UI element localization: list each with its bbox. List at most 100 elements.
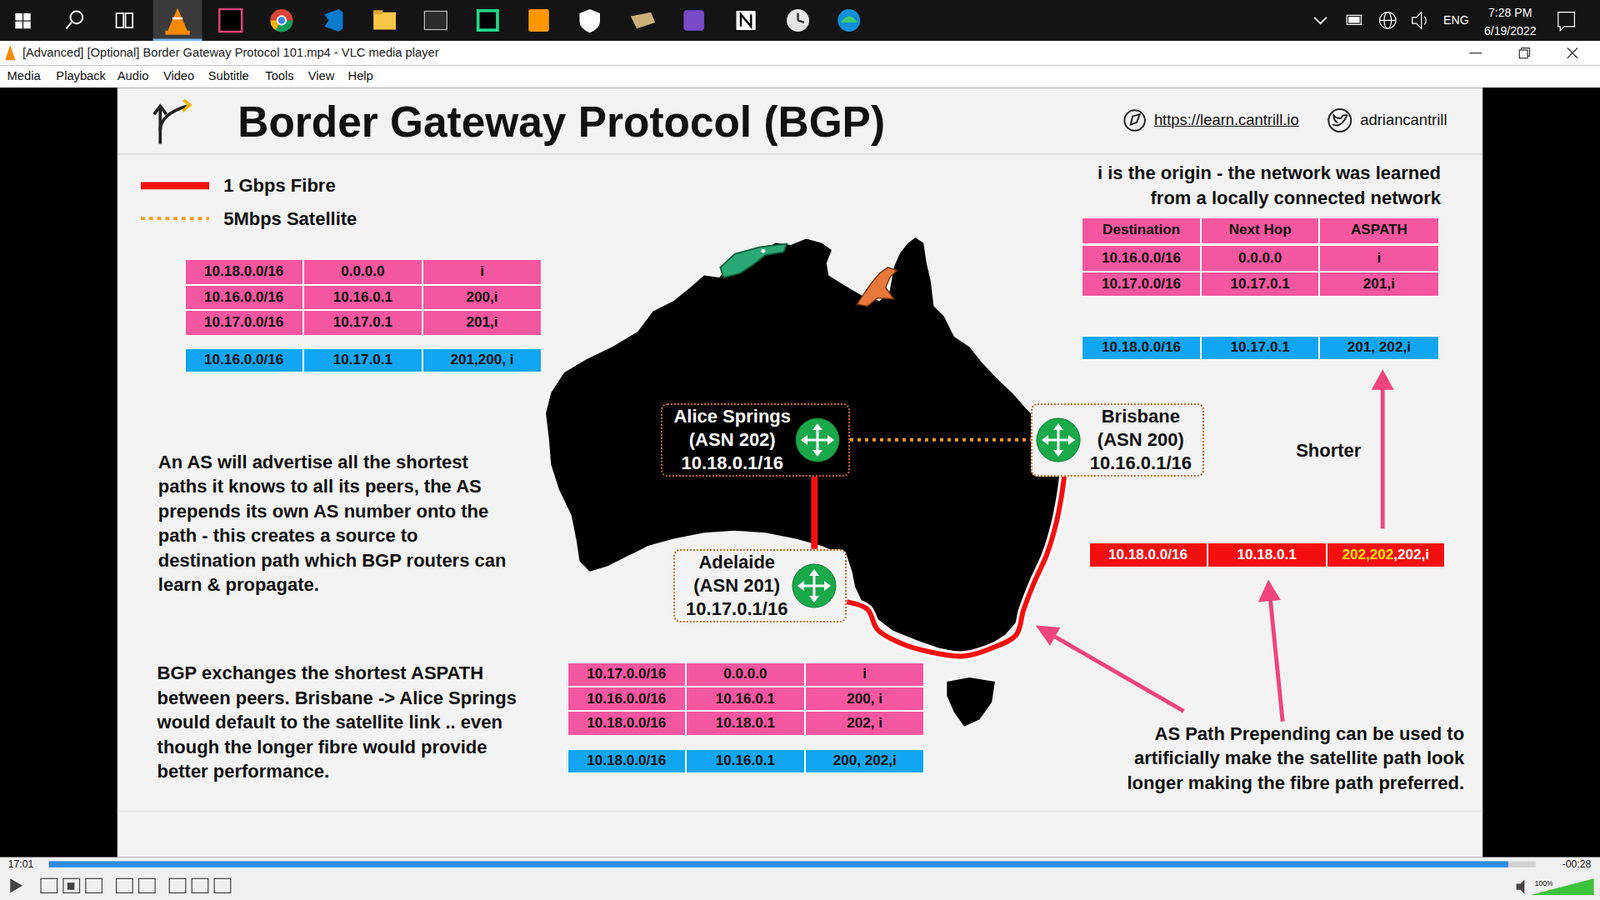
ide-icon xyxy=(219,9,242,32)
router-box: Adelaide(ASN 201)10.17.0.1/16 xyxy=(673,549,847,623)
table-cell: 10.17.0.0/16 xyxy=(185,310,304,336)
windows-logo xyxy=(15,13,30,29)
text-editor-icon xyxy=(528,9,549,32)
fibre-link xyxy=(810,476,818,550)
layout-shape xyxy=(792,564,836,608)
remaining-time: -00:28 xyxy=(1562,858,1592,871)
table-cell: 10.17.0.1 xyxy=(303,310,423,336)
table-cell: 10.18.0.0/16 xyxy=(185,259,304,285)
table-cell: i xyxy=(1319,245,1439,272)
globe-icon xyxy=(1380,12,1397,30)
menu-item: View xyxy=(308,69,335,85)
table-cell: 202,202,202,i xyxy=(1326,542,1445,567)
layout-shape xyxy=(172,17,183,20)
table-cell: i xyxy=(422,259,542,285)
router-icon xyxy=(795,417,840,463)
menu-item: Tools xyxy=(265,69,294,85)
layout-shape xyxy=(797,580,805,591)
player-buttons xyxy=(10,878,230,893)
notes-icon xyxy=(735,10,756,30)
layout-shape xyxy=(809,569,820,576)
table-cell: ASPATH xyxy=(1319,217,1439,245)
tray-chevron xyxy=(1314,17,1327,24)
layout-shape xyxy=(5,45,15,60)
layout-shape xyxy=(373,10,383,15)
note-text: i is the origin - the network was learne… xyxy=(1053,160,1441,210)
layout-shape xyxy=(824,580,831,591)
table-cell: 10.17.0.1 xyxy=(1200,335,1320,360)
legend-text: 5Mbps Satellite xyxy=(223,208,357,230)
drawn-path xyxy=(857,267,898,307)
clock-time: 7:28 PM xyxy=(1488,5,1533,20)
table-cell: 10.17.0.0/16 xyxy=(567,662,686,687)
layout-shape xyxy=(1328,109,1351,132)
active-app-bar xyxy=(153,39,203,41)
volume-control xyxy=(1516,878,1595,895)
layout-shape xyxy=(116,13,125,28)
link-text: https://learn.cantrill.io xyxy=(1154,110,1300,130)
layout-shape xyxy=(1055,636,1184,711)
layout-shape xyxy=(800,435,808,445)
table-cell: 10.17.0.1 xyxy=(1200,271,1320,298)
header-rule xyxy=(117,153,1483,155)
table-cell: 0.0.0.0 xyxy=(685,662,805,687)
menu-bar xyxy=(0,65,1600,88)
layout-shape xyxy=(1036,418,1080,462)
menu-item: Media xyxy=(7,69,41,85)
layout-shape xyxy=(23,13,31,21)
callout-text: Shorter xyxy=(1295,440,1361,462)
menu-item: Subtitle xyxy=(208,69,250,85)
drawn-path xyxy=(740,14,751,27)
layout-shape xyxy=(169,878,186,893)
title-text: Border Gateway Protocol (BGP) xyxy=(237,96,885,149)
tasmania-map xyxy=(946,677,995,727)
table-cell: 10.17.0.0/16 xyxy=(1081,271,1201,298)
layout-shape xyxy=(809,595,820,603)
layout-shape xyxy=(67,882,75,890)
table-cell: Destination xyxy=(1081,217,1201,245)
table-cell: 201,i xyxy=(1319,271,1439,298)
router-label: (ASN 202) xyxy=(689,428,776,452)
controls-bar xyxy=(0,857,1600,900)
layout-shape xyxy=(1371,369,1395,390)
shield-icon xyxy=(580,9,600,33)
drawn-path xyxy=(1332,115,1347,125)
drawn-path xyxy=(154,105,167,115)
table-cell: 0.0.0.0 xyxy=(303,259,423,285)
layout-shape xyxy=(70,10,83,24)
editor-icon xyxy=(324,9,343,32)
layout-shape xyxy=(797,569,831,603)
table-cell: 10.16.0.1 xyxy=(685,686,805,711)
menu-item: Help xyxy=(348,69,374,85)
layout-shape xyxy=(1530,878,1595,895)
router-label: (ASN 201) xyxy=(693,574,780,598)
route-icon xyxy=(154,100,190,145)
router-label: Adelaide xyxy=(698,550,775,575)
layout-shape xyxy=(66,22,72,29)
compass-icon xyxy=(1124,110,1145,130)
router-label: 10.18.0.1/16 xyxy=(681,451,784,475)
table-cell: 201, 202,i xyxy=(1319,335,1439,360)
twitter-icon xyxy=(1328,109,1351,132)
table-cell: 10.18.0.0/16 xyxy=(567,710,686,735)
drawn-path xyxy=(1521,48,1530,57)
table-cell: Next Hop xyxy=(1200,217,1320,245)
layout-shape xyxy=(786,9,810,32)
table-cell: 10.16.0.0/16 xyxy=(567,686,686,711)
layout-shape xyxy=(167,8,188,32)
australia-map xyxy=(545,237,1064,653)
folder-icon xyxy=(373,10,396,30)
legend-fibre-sample xyxy=(140,182,210,190)
link-casing xyxy=(846,476,1065,657)
router-icon xyxy=(791,563,837,609)
layout-shape xyxy=(15,21,23,30)
drawn-path xyxy=(1130,114,1140,125)
layout-shape xyxy=(1380,12,1397,30)
input-language: ENG xyxy=(1443,13,1470,28)
layout-shape xyxy=(116,878,134,893)
layout-shape xyxy=(139,878,156,893)
layout-shape xyxy=(812,450,823,457)
layout-shape xyxy=(476,9,500,32)
layout-shape xyxy=(1519,50,1528,59)
layout-shape xyxy=(1035,625,1060,646)
